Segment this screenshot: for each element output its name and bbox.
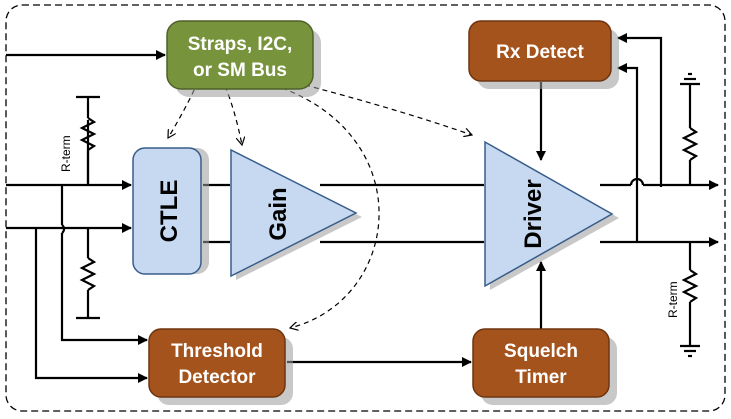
bus-label-line1: Straps, I2C, [188, 34, 293, 55]
chip-boundary [5, 4, 726, 412]
squelch-timer-block: Squelch Timer [472, 328, 617, 405]
rterm-output-label: R-term [666, 281, 680, 318]
threshold-detector-block: Threshold Detector [148, 328, 293, 405]
bus-label-line2: or SM Bus [193, 60, 287, 81]
rterm-input-label: R-term [59, 135, 73, 172]
rx-detect-label: Rx Detect [496, 42, 584, 63]
squelch-label-line1: Squelch [504, 341, 578, 362]
driver-amplifier: Driver [484, 140, 619, 290]
threshold-label-line2: Detector [178, 367, 256, 388]
rx-detect-block: Rx Detect [468, 20, 619, 89]
signal-wires [6, 33, 719, 383]
ctle-block: CTLE [132, 147, 209, 275]
gain-amplifier: Gain [230, 148, 362, 280]
driver-label: Driver [520, 179, 547, 248]
ctle-label: CTLE [156, 180, 183, 243]
squelch-label-line2: Timer [515, 367, 567, 388]
gain-label: Gain [265, 187, 292, 240]
straps-i2c-smbus-block: Straps, I2C, or SM Bus [166, 20, 321, 97]
threshold-label-line1: Threshold [171, 341, 263, 362]
